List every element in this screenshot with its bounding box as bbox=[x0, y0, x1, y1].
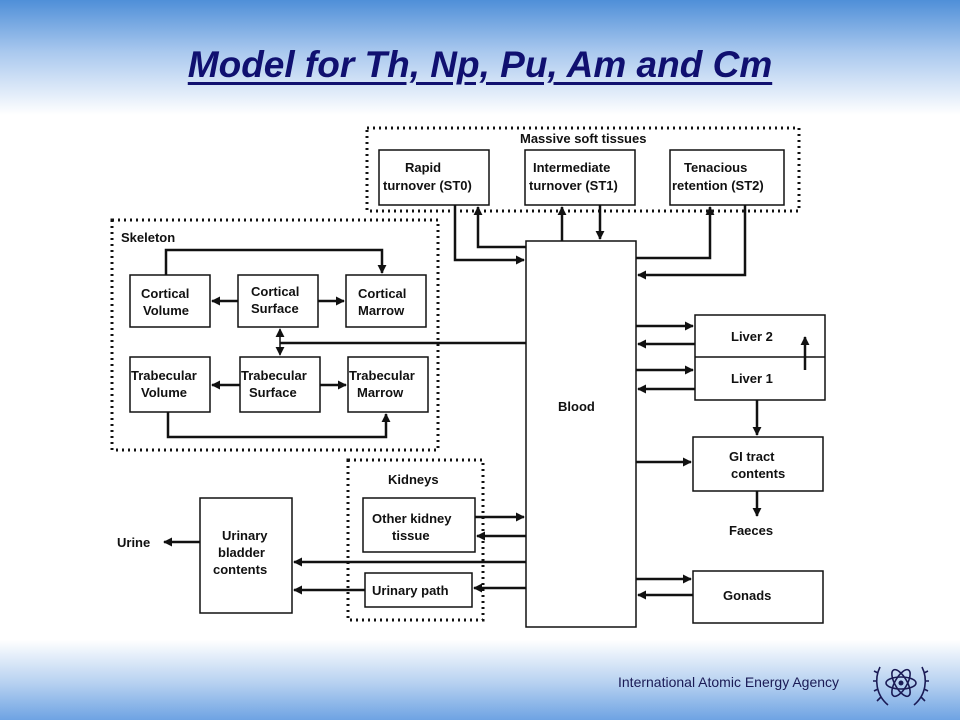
arrow-blood-to-st2 bbox=[636, 206, 715, 260]
liver1-label: Liver 1 bbox=[731, 371, 773, 386]
st1-line1: Intermediate bbox=[533, 160, 610, 175]
cortical-volume-box: Cortical Volume bbox=[129, 274, 211, 328]
footer-organization: International Atomic Energy Agency bbox=[618, 674, 840, 690]
skeleton-group bbox=[110, 218, 440, 452]
arrow-cortical-volume-to-marrow bbox=[164, 248, 387, 275]
arrow-st0-to-blood bbox=[453, 205, 525, 265]
trabecular-marrow-line1: Trabecular bbox=[349, 368, 415, 383]
trabecular-volume-line2: Volume bbox=[141, 385, 187, 400]
cortical-marrow-line2: Marrow bbox=[358, 303, 405, 318]
blood-label: Blood bbox=[558, 399, 595, 414]
cortical-volume-line2: Volume bbox=[143, 303, 189, 318]
iaea-logo-icon bbox=[873, 666, 929, 706]
other-kidney-box: Other kidney tissue bbox=[362, 497, 476, 553]
st2-line1: Tenacious bbox=[684, 160, 747, 175]
soft-tissues-group bbox=[365, 126, 801, 213]
trabecular-marrow-box: Trabecular Marrow bbox=[347, 356, 429, 413]
urine-label: Urine bbox=[117, 535, 150, 550]
st1-line2: turnover (ST1) bbox=[529, 178, 618, 193]
trabecular-surface-box: Trabecular Surface bbox=[239, 356, 321, 413]
gi-tract-line1: GI tract bbox=[729, 449, 775, 464]
skeleton-label: Skeleton bbox=[121, 230, 175, 245]
trabecular-marrow-line2: Marrow bbox=[357, 385, 404, 400]
gonads-label: Gonads bbox=[723, 588, 771, 603]
st0-line1: Rapid bbox=[405, 160, 441, 175]
st2-line2: retention (ST2) bbox=[672, 178, 764, 193]
trabecular-volume-line1: Trabecular bbox=[131, 368, 197, 383]
trabecular-surface-line2: Surface bbox=[249, 385, 297, 400]
cortical-volume-line1: Cortical bbox=[141, 286, 189, 301]
urinary-path-label: Urinary path bbox=[372, 583, 449, 598]
trabecular-surface-line1: Trabecular bbox=[241, 368, 307, 383]
kidneys-group bbox=[346, 458, 485, 622]
liver-box: Liver 2 Liver 1 bbox=[694, 314, 826, 401]
urinary-path-box: Urinary path bbox=[364, 572, 473, 608]
other-kidney-line2: tissue bbox=[392, 528, 430, 543]
cortical-marrow-box: Cortical Marrow bbox=[345, 274, 427, 328]
st2-box: Tenacious retention (ST2) bbox=[669, 149, 785, 206]
kidneys-label: Kidneys bbox=[388, 472, 439, 487]
header-gradient bbox=[0, 0, 960, 115]
st1-box: Intermediate turnover (ST1) bbox=[524, 149, 636, 206]
slide-title: Model for Th, Np, Pu, Am and Cm bbox=[187, 44, 773, 85]
other-kidney-line1: Other kidney bbox=[372, 511, 452, 526]
liver2-label: Liver 2 bbox=[731, 329, 773, 344]
urinary-bladder-line3: contents bbox=[213, 562, 267, 577]
blood-box: Blood bbox=[525, 240, 637, 628]
gi-tract-line2: contents bbox=[731, 466, 785, 481]
st0-line2: turnover (ST0) bbox=[383, 178, 472, 193]
urinary-bladder-line1: Urinary bbox=[222, 528, 268, 543]
cortical-surface-line1: Cortical bbox=[251, 284, 299, 299]
gonads-box: Gonads bbox=[692, 570, 824, 624]
urinary-bladder-box: Urinary bladder contents bbox=[199, 497, 293, 614]
cortical-marrow-line1: Cortical bbox=[358, 286, 406, 301]
cortical-surface-line2: Surface bbox=[251, 301, 299, 316]
soft-tissues-label: Massive soft tissues bbox=[520, 131, 646, 146]
footer-gradient bbox=[0, 640, 960, 720]
faeces-label: Faeces bbox=[729, 523, 773, 538]
arrow-st2-to-blood bbox=[637, 205, 747, 280]
arrow-trabecular-volume-to-marrow bbox=[166, 412, 391, 439]
flow-arrows bbox=[163, 205, 810, 600]
arrow-blood-to-st0 bbox=[473, 206, 526, 249]
gi-tract-box: GI tract contents bbox=[692, 436, 824, 492]
trabecular-volume-box: Trabecular Volume bbox=[129, 356, 211, 413]
urinary-bladder-line2: bladder bbox=[218, 545, 265, 560]
cortical-surface-box: Cortical Surface bbox=[237, 274, 319, 328]
st0-box: Rapid turnover (ST0) bbox=[378, 149, 490, 206]
